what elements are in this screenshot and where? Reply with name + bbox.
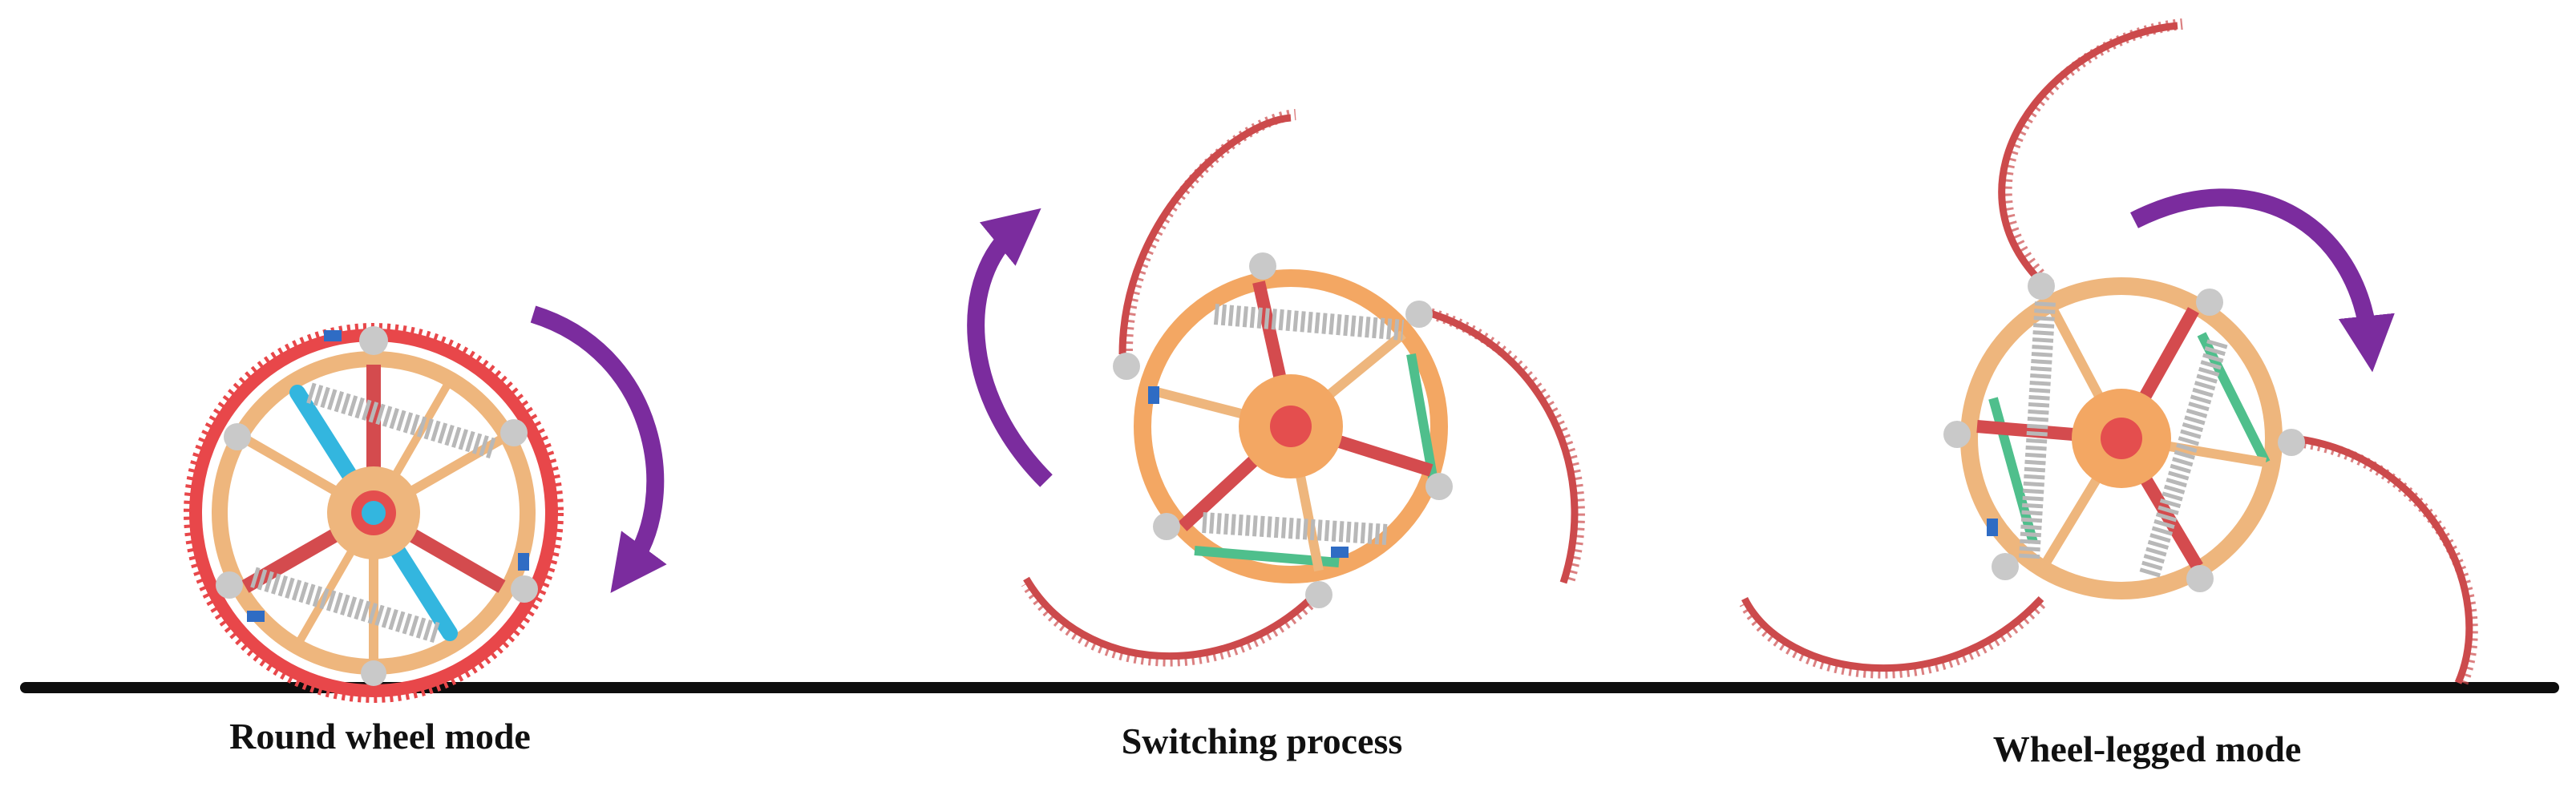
red-leg [1023, 576, 1318, 660]
joint [216, 571, 243, 599]
curved-arrow-icon [967, 208, 1053, 487]
joint [1943, 421, 1971, 448]
curved-arrow-icon [530, 305, 667, 593]
joint [359, 326, 388, 355]
label-switching-process: Switching process [1121, 720, 1403, 761]
label-wheel-legged-mode: Wheel-legged mode [1992, 728, 2302, 769]
red-leg [1417, 306, 1579, 584]
spring [1213, 304, 1405, 341]
joint [511, 575, 538, 603]
joint [1249, 252, 1276, 280]
joint [1153, 513, 1180, 540]
wheel-legged-figure [1739, 18, 2478, 688]
spring [1202, 512, 1388, 545]
switching-figure [1021, 109, 1585, 667]
joint [1113, 353, 1140, 380]
joint [1305, 581, 1332, 608]
joint [2278, 429, 2305, 456]
joint [1425, 473, 1453, 500]
joint [1992, 553, 2019, 580]
joint [500, 419, 528, 446]
curved-arrow-icon [2130, 188, 2395, 373]
joint [361, 660, 386, 686]
joint [2196, 289, 2223, 316]
joint [224, 423, 251, 450]
red-leg [2293, 434, 2473, 684]
red-leg [1118, 114, 1292, 355]
red-leg [1998, 22, 2178, 289]
joint [1405, 301, 1433, 328]
red-leg [1741, 595, 2044, 672]
frame-ring [1134, 269, 1448, 583]
label-round-wheel-mode: Round wheel mode [229, 716, 531, 757]
spring [250, 567, 441, 644]
joint [2028, 272, 2055, 300]
joint [2186, 565, 2214, 592]
round-wheel-figure [184, 323, 564, 703]
spring [306, 382, 497, 459]
